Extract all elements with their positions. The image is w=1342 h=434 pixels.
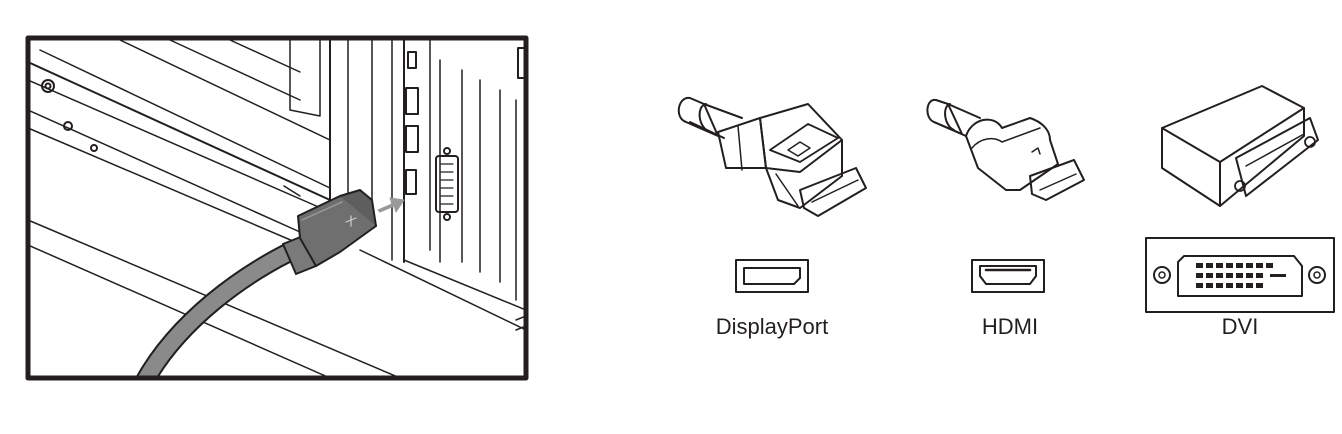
displayport-port-icon (735, 259, 809, 293)
hdmi-connector-icon (926, 98, 1085, 201)
dvi-connector-icon (1161, 85, 1319, 207)
connector-label: DisplayPort (716, 314, 828, 339)
connector-label: DVI (1222, 314, 1259, 339)
cable-plugging-into-graphics-card-icon (25, 35, 529, 381)
hdmi-port-icon (971, 259, 1045, 293)
displayport-connector-icon (677, 96, 867, 217)
dvi-port-icon (1145, 237, 1335, 313)
connector-label: HDMI (982, 314, 1038, 339)
